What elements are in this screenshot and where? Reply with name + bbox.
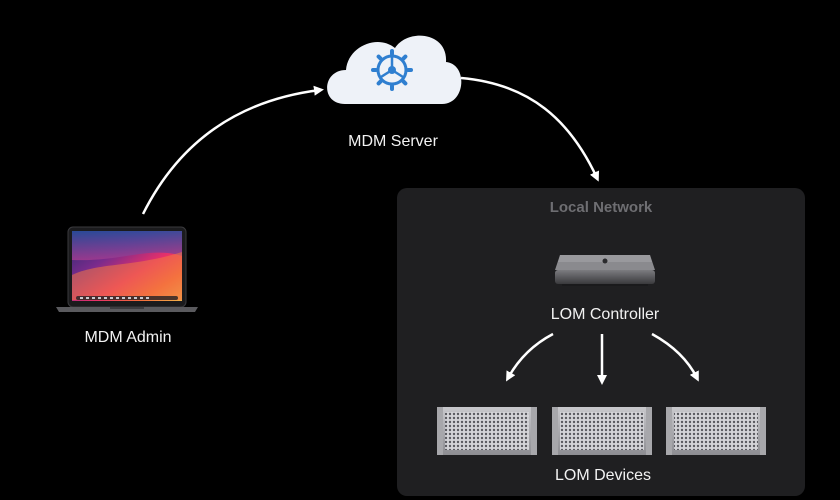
mdm-server-label: MDM Server [348, 133, 438, 150]
mac-pro-rack-icon-3 [666, 407, 766, 455]
macbook-laptop-icon [56, 226, 198, 312]
mdm-admin-label: MDM Admin [84, 329, 172, 346]
mac-mini-icon [555, 255, 655, 286]
cloud-gear-icon [327, 35, 462, 104]
arrow-controller-to-device-right [651, 332, 699, 382]
mac-pro-rack-icon-2 [552, 407, 652, 455]
lom-controller-label: LOM Controller [550, 306, 660, 323]
local-network-title: Local Network [549, 199, 653, 216]
arrow-admin-to-server [141, 85, 324, 215]
mac-pro-rack-icon-1 [437, 407, 537, 455]
arrow-controller-to-device-left [506, 332, 554, 382]
lom-devices-label: LOM Devices [554, 467, 652, 484]
arrow-server-to-controller [460, 76, 599, 182]
